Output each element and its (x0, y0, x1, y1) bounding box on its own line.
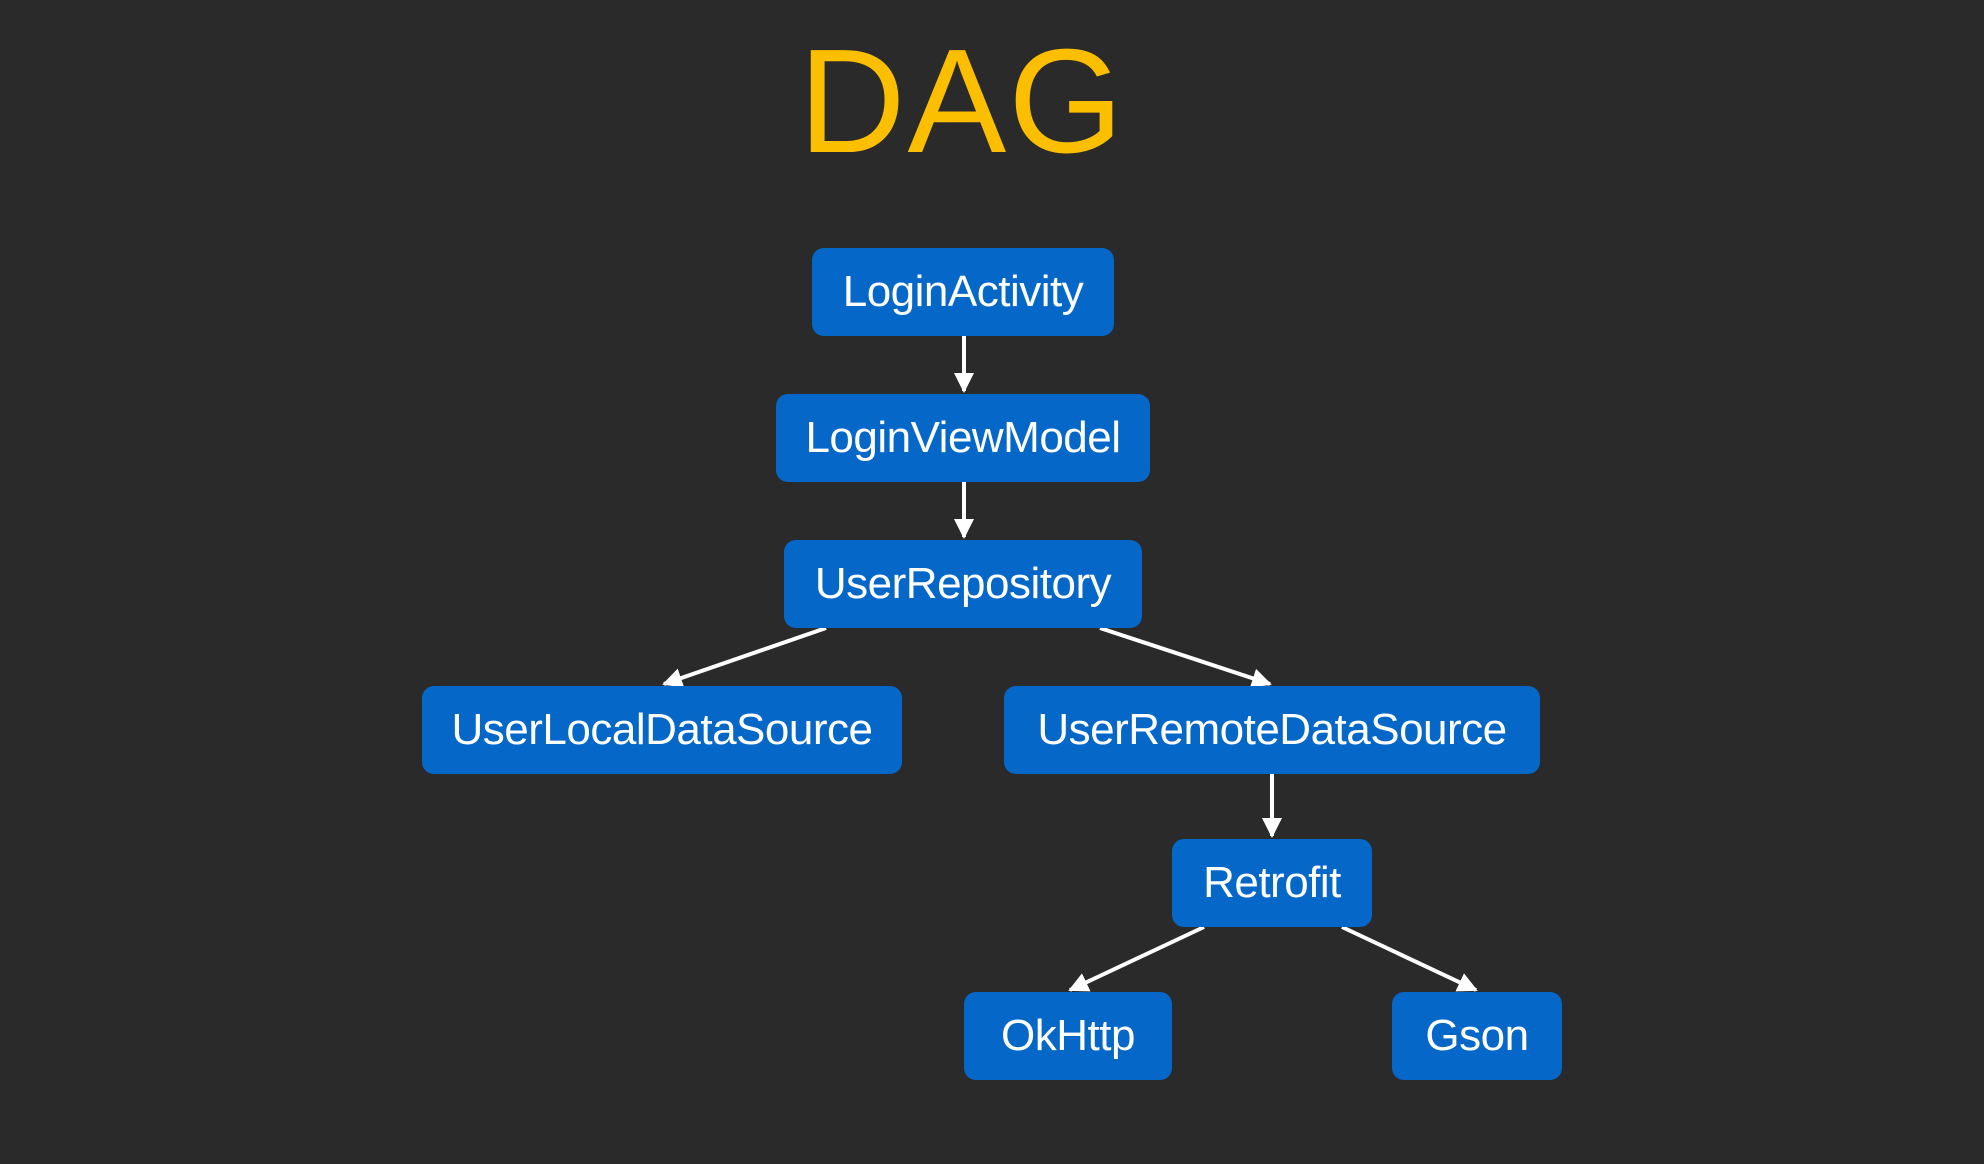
node-okhttp: OkHttp (964, 992, 1172, 1080)
node-user-local-data-source: UserLocalDataSource (422, 686, 902, 774)
diagram-title: DAG (798, 19, 1126, 184)
node-user-repository: UserRepository (784, 540, 1142, 628)
node-login-view-model: LoginViewModel (776, 394, 1150, 482)
edge-userrepository-to-userremotedatasource (1099, 626, 1272, 688)
node-retrofit: Retrofit (1172, 839, 1372, 927)
node-user-remote-data-source: UserRemoteDataSource (1004, 686, 1540, 774)
node-login-activity: LoginActivity (812, 248, 1114, 336)
node-gson: Gson (1392, 992, 1562, 1080)
edge-retrofit-to-gson (1341, 925, 1478, 992)
edge-retrofit-to-okhttp (1068, 925, 1205, 992)
edge-userrepository-to-userlocaldatasource (662, 626, 827, 688)
